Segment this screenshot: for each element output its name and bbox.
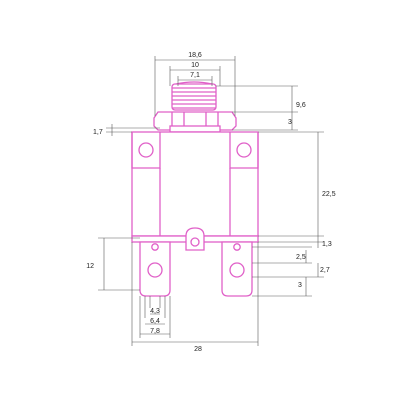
nut-facets (171, 112, 219, 130)
body-housing (131, 131, 259, 237)
nut-washer (169, 125, 221, 133)
center-tab (185, 227, 205, 251)
dimension-labels: 18,6 10 7,1 9,6 3 1,7 22,5 1,3 2,5 2,7 3… (86, 52, 336, 353)
mount-ears (131, 132, 259, 169)
dim-inner-thread-width: 7,1 (190, 72, 200, 79)
dim-line-terminal-widths-ext (139, 296, 171, 338)
dim-line-terminal-offset (258, 236, 324, 248)
dim-body-height: 22,5 (322, 191, 336, 198)
dim-thread-height: 9,6 (296, 102, 306, 109)
terminal-left-rivet (151, 243, 159, 251)
circuit-breaker-outline (131, 81, 259, 297)
dim-line-flange (106, 124, 160, 136)
dim-terminal-gap: 3 (298, 282, 302, 289)
dim-term-width-small: 4,3 (150, 308, 160, 315)
dim-line-thread-height (216, 85, 298, 113)
breaker-body (131, 131, 259, 237)
dim-line-overall-width (131, 242, 259, 346)
dim-line-hole-dia (252, 263, 324, 278)
dim-terminal-offset: 1,3 (322, 241, 332, 248)
dim-line-body-height (258, 131, 324, 237)
base-strip (131, 227, 259, 251)
dim-line-hole-offset (252, 246, 312, 264)
thread-cap (175, 81, 213, 85)
dim-nut-height: 3 (288, 119, 292, 126)
dim-top-width: 18,6 (188, 52, 202, 59)
dim-hole-offset: 2,5 (296, 254, 306, 261)
dim-overall-width: 28 (194, 346, 202, 353)
dim-hole-dia: 2,7 (320, 267, 330, 274)
terminal-right-blade (221, 241, 253, 297)
terminal-left-blade (139, 241, 171, 297)
dim-line-terminal-widths (140, 313, 170, 335)
dim-flange: 1,7 (93, 129, 103, 136)
dim-line-terminal-height (98, 237, 140, 291)
body-edges (159, 168, 231, 236)
dim-line-inner-thread-width (177, 76, 213, 86)
terminal-left (139, 241, 171, 297)
terminal-right-rivet (233, 243, 241, 251)
hex-nut (153, 111, 237, 133)
thread-lines (172, 87, 216, 109)
terminal-right (221, 241, 253, 297)
thread (171, 81, 217, 111)
mount-hole-right (236, 142, 252, 158)
terminal-right-hole (229, 262, 245, 278)
dimension-lines (98, 56, 324, 346)
dim-line-nut-height (232, 112, 298, 131)
mount-hole-left (138, 142, 154, 158)
dim-term-width-mid: 6,4 (150, 318, 160, 325)
center-tab-hole (190, 237, 200, 247)
dim-term-width-large: 7,8 (150, 328, 160, 335)
dim-line-thread-width (169, 66, 221, 86)
dim-line-terminal-gap (252, 277, 312, 297)
dim-terminal-height: 12 (86, 263, 94, 270)
terminal-left-hole (147, 262, 163, 278)
dim-thread-width: 10 (191, 62, 199, 69)
